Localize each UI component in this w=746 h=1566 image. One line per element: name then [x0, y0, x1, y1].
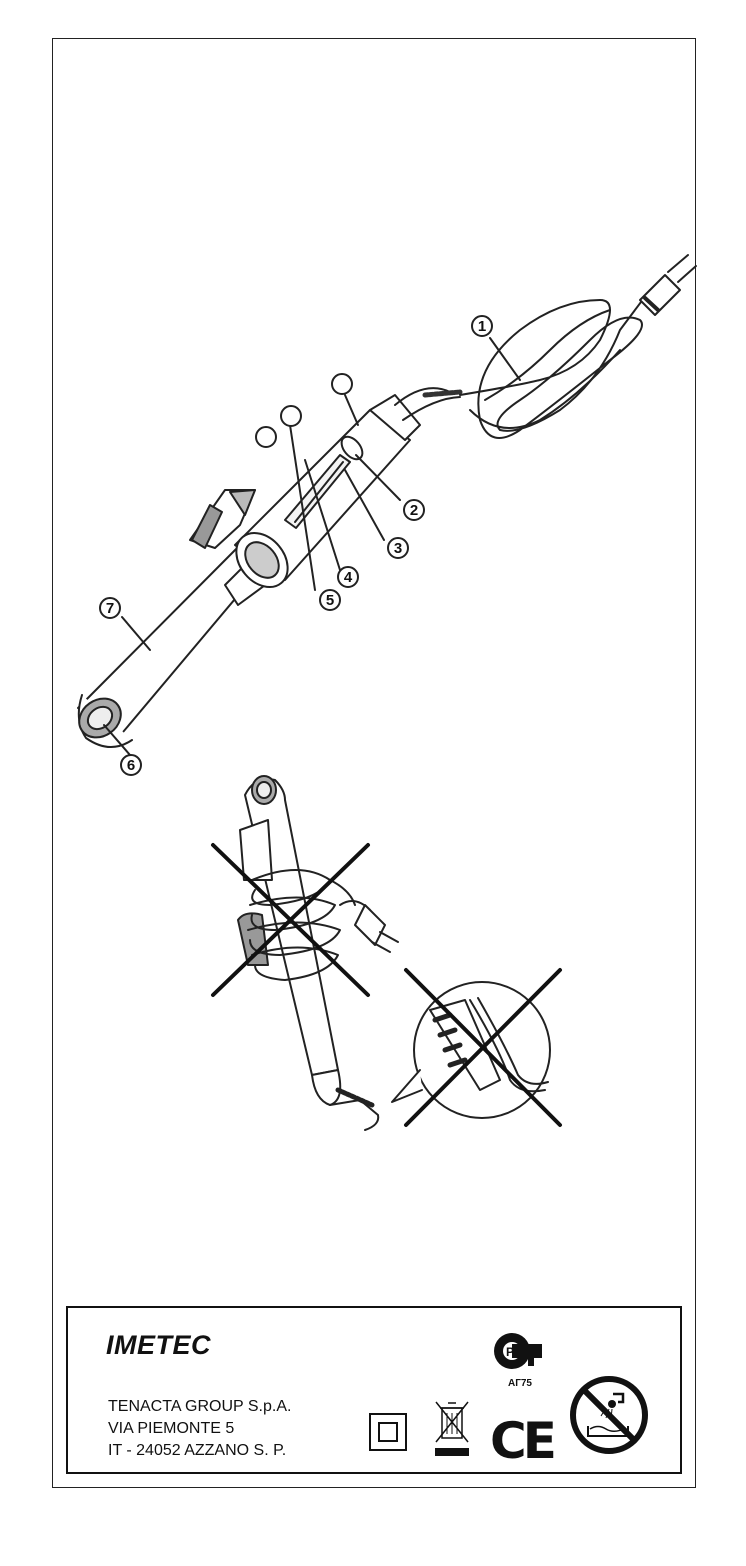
svg-text:P: P — [506, 1345, 514, 1359]
weee-bin-icon — [432, 1398, 472, 1460]
address-line: VIA PIEMONTE 5 — [108, 1418, 291, 1440]
callout-7-label: 7 — [106, 600, 114, 617]
address-line: IT - 24052 AZZANO S. P. — [108, 1440, 291, 1462]
callout-5-label: 5 — [326, 592, 334, 609]
callout-1-label: 1 — [478, 318, 486, 335]
manufacturer-info-box: IMETEC TENACTA GROUP S.p.A. VIA PIEMONTE… — [66, 1306, 682, 1474]
address-line: TENACTA GROUP S.p.A. — [108, 1396, 291, 1418]
cord-wrap-warning-illustration — [213, 776, 398, 1130]
callout-6-label: 6 — [127, 757, 135, 774]
callout-3-label: 3 — [394, 540, 402, 557]
class-ii-insulation-icon — [368, 1412, 408, 1452]
callout-4-label: 4 — [344, 569, 353, 586]
curling-iron-illustration — [72, 255, 696, 775]
certification-code: АГ75 — [500, 1378, 540, 1389]
pct-certification-icon: P — [492, 1326, 548, 1376]
illustration-canvas: 1 2 3 4 5 6 7 — [0, 0, 746, 1300]
callout-2-label: 2 — [410, 502, 418, 519]
company-address: TENACTA GROUP S.p.A. VIA PIEMONTE 5 IT -… — [108, 1396, 291, 1462]
brand-logo: IMETEC — [106, 1330, 211, 1361]
no-water-warning-icon — [568, 1374, 650, 1456]
ce-mark: CE — [490, 1412, 553, 1470]
cord-bend-warning-illustration — [392, 970, 560, 1125]
